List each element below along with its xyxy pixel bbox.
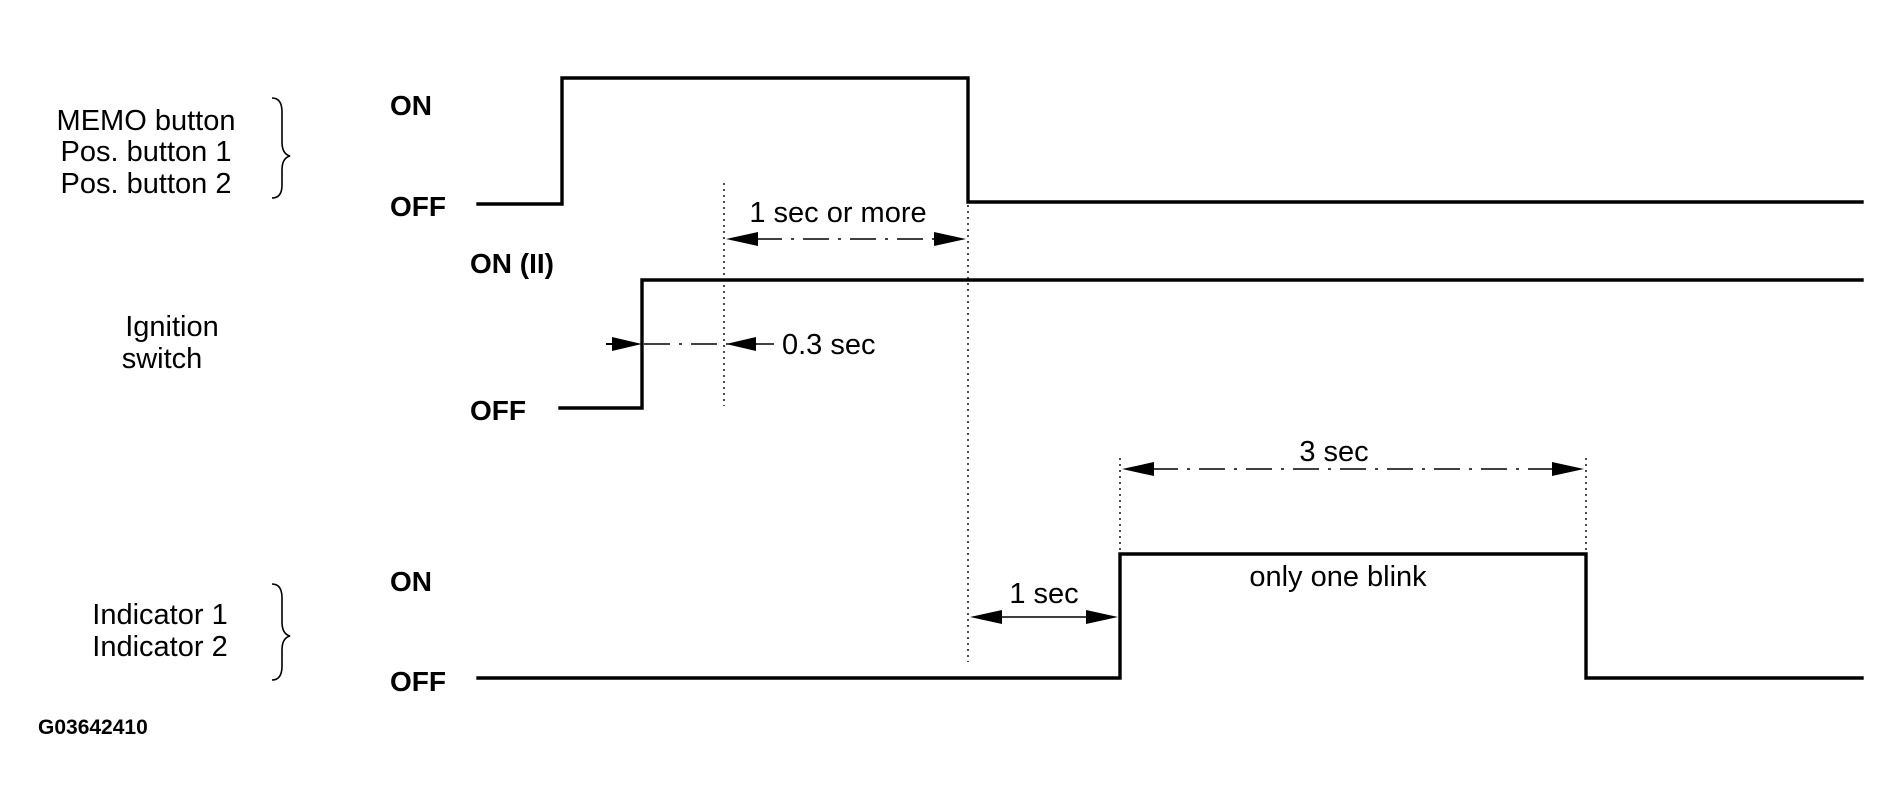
memo-label-line-3: Pos. button 2: [61, 168, 232, 200]
memo-off-label: OFF: [390, 191, 446, 222]
memo-brace: [271, 97, 291, 199]
ignition-delay-arrow-left: [612, 337, 642, 351]
memo-on-label: ON: [390, 90, 432, 121]
indicator-duration-arrow-right: [1552, 462, 1584, 476]
indicator-note-text: only one blink: [1249, 561, 1427, 593]
indicator-delay-arrow-right: [1086, 610, 1118, 624]
hold-duration-text: 1 sec or more: [749, 197, 926, 229]
figure-code: G03642410: [38, 716, 148, 739]
indicator-on-label: ON: [390, 566, 432, 597]
indicator-brace: [271, 583, 291, 681]
ignition-on-label: ON (II): [470, 248, 554, 279]
indicator-waveform: [476, 552, 1864, 680]
ignition-signal-labels: Ignition switch: [122, 311, 219, 375]
ignition-label-line-2: switch: [122, 343, 203, 375]
ignition-delay-arrow-right: [726, 337, 756, 351]
hold-duration-arrow-right: [934, 232, 966, 246]
hold-duration-arrow-left: [726, 232, 758, 246]
indicator-delay-text: 1 sec: [1009, 578, 1078, 610]
memo-label-line-1: MEMO button: [57, 105, 236, 137]
indicator-label-line-2: Indicator 2: [92, 631, 227, 663]
memo-signal-labels: MEMO button Pos. button 1 Pos. button 2: [57, 105, 236, 200]
indicator-signal-labels: Indicator 1 Indicator 2: [92, 599, 227, 663]
memo-waveform: [476, 76, 1864, 206]
ignition-delay-text: 0.3 sec: [782, 329, 876, 361]
indicator-off-label: OFF: [390, 666, 446, 697]
ignition-label-line-1: Ignition: [125, 311, 219, 343]
ignition-off-label: OFF: [470, 395, 526, 426]
memo-label-line-2: Pos. button 1: [61, 136, 232, 168]
indicator-duration-arrow-left: [1122, 462, 1154, 476]
indicator-delay-arrow-left: [970, 610, 1002, 624]
indicator-label-line-1: Indicator 1: [92, 599, 227, 631]
indicator-duration-text: 3 sec: [1299, 436, 1368, 468]
